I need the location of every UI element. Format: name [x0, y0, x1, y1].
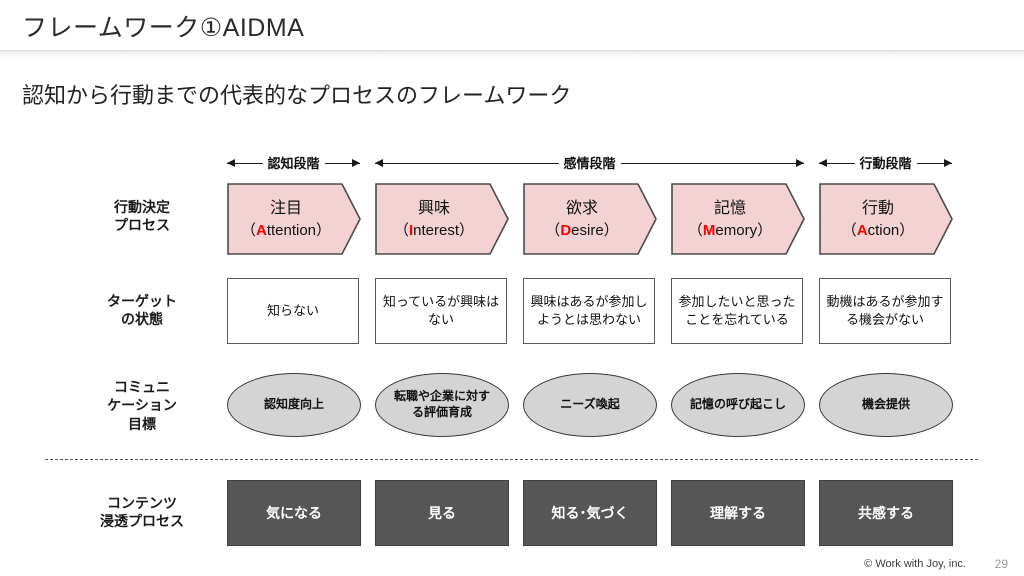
process-word-rest: ttention	[266, 221, 317, 239]
row-label-communication-goal: コミュニ ケーション 目標	[107, 379, 177, 432]
communication-goal-cell-memory: 記憶の呼び起こし	[671, 373, 805, 437]
content-process-box: 見る	[375, 480, 509, 546]
content-process-cell-action: 共感する	[819, 480, 953, 546]
process-label-en: （Attention）	[241, 220, 331, 242]
communication-goal-cell-attention: 認知度向上	[227, 373, 361, 437]
row-label-content-process: コンテンツ 浸透プロセス	[100, 495, 184, 530]
paren-open: （	[393, 221, 409, 239]
process-label-memory: 記憶 （Memory）	[671, 183, 789, 255]
target-state-cell-memory: 参加したいと思ったことを忘れている	[671, 278, 803, 344]
communication-goal-ellipse: 転職や企業に対する評価育成	[375, 373, 509, 437]
process-label-en: （Interest）	[394, 220, 474, 242]
arrow-right-icon	[324, 159, 361, 167]
process-word-rest: emory	[715, 221, 758, 239]
arrow-left-icon	[375, 159, 559, 167]
communication-goal-cell-desire: ニーズ喚起	[523, 373, 657, 437]
process-label-en: （Desire）	[545, 220, 618, 242]
content-process-cell-memory: 理解する	[671, 480, 805, 546]
chevron-shape-icon	[819, 183, 953, 255]
target-state-cell-attention: 知らない	[227, 278, 359, 344]
copyright-text: © Work with Joy, inc.	[864, 558, 966, 570]
paren-close: ）	[603, 221, 619, 239]
paren-open: （	[545, 221, 561, 239]
process-chevron-action: 行動（Action）	[819, 183, 953, 255]
process-chevron-interest: 興味 （Interest）	[375, 183, 509, 255]
process-initial: M	[702, 221, 716, 239]
process-label-desire: 欲求（Desire）	[523, 183, 641, 255]
target-state-cell-interest: 知っているが興味はない	[375, 278, 507, 344]
chevron-shape-icon	[375, 183, 509, 255]
row-label-target-state: ターゲット の状態	[107, 293, 177, 328]
target-state-box: 動機はあるが参加する機会がない	[819, 278, 951, 344]
process-chevron-attention: 注目 （Attention）	[227, 183, 361, 255]
process-word-rest: nterest	[413, 221, 460, 239]
content-process-cell-interest: 見る	[375, 480, 509, 546]
process-label-jp: 記憶	[713, 199, 746, 217]
target-state-box: 参加したいと思ったことを忘れている	[671, 278, 803, 344]
stage-label: 認知段階	[267, 155, 320, 171]
communication-goal-cell-action: 機会提供	[819, 373, 953, 437]
arrow-left-icon	[819, 159, 855, 167]
process-chevron-memory: 記憶 （Memory）	[671, 183, 805, 255]
paren-close: ）	[459, 221, 475, 239]
paren-close: ）	[757, 221, 773, 239]
paren-close: ）	[899, 221, 915, 239]
process-label-en: （Memory）	[688, 220, 772, 242]
paren-open: （	[240, 221, 256, 239]
stage-band-2: 行動段階	[819, 152, 953, 174]
paren-open: （	[687, 221, 703, 239]
process-word-rest: ction	[867, 221, 900, 239]
process-label-interest: 興味 （Interest）	[375, 183, 493, 255]
process-word-rest: esire	[571, 221, 604, 239]
process-label-jp: 行動	[861, 199, 894, 217]
stage-label: 行動段階	[859, 155, 912, 171]
section-divider	[45, 459, 978, 460]
process-label-jp: 注目	[269, 199, 302, 217]
title-divider	[0, 50, 1024, 60]
content-process-box: 知る･気づく	[523, 480, 657, 546]
process-chevron-desire: 欲求（Desire）	[523, 183, 657, 255]
target-state-box: 興味はあるが参加しようとは思わない	[523, 278, 655, 344]
content-process-cell-attention: 気になる	[227, 480, 361, 546]
process-initial: I	[408, 221, 414, 239]
arrow-right-icon	[916, 159, 953, 167]
arrow-left-icon	[227, 159, 263, 167]
page-subtitle: 認知から行動までの代表的なプロセスのフレームワーク	[22, 83, 572, 108]
paren-open: （	[841, 221, 857, 239]
communication-goal-ellipse: 記憶の呼び起こし	[671, 373, 805, 437]
process-label-action: 行動（Action）	[819, 183, 937, 255]
communication-goal-ellipse: ニーズ喚起	[523, 373, 657, 437]
content-process-cell-desire: 知る･気づく	[523, 480, 657, 546]
process-initial: D	[560, 221, 572, 239]
content-process-box: 気になる	[227, 480, 361, 546]
stage-label: 感情段階	[563, 155, 616, 171]
page-title: フレームワーク①AIDMA	[22, 14, 305, 42]
page-number: 29	[994, 557, 1008, 571]
process-label-jp: 興味	[417, 199, 450, 217]
content-process-box: 共感する	[819, 480, 953, 546]
stage-band-1: 感情段階	[375, 152, 805, 174]
target-state-cell-desire: 興味はあるが参加しようとは思わない	[523, 278, 655, 344]
stage-band-0: 認知段階	[227, 152, 361, 174]
target-state-box: 知っているが興味はない	[375, 278, 507, 344]
paren-close: ）	[316, 221, 332, 239]
process-initial: A	[255, 221, 267, 239]
row-label-decision-process: 行動決定 プロセス	[114, 199, 170, 234]
chevron-shape-icon	[671, 183, 805, 255]
communication-goal-cell-interest: 転職や企業に対する評価育成	[375, 373, 509, 437]
chevron-shape-icon	[227, 183, 361, 255]
process-label-attention: 注目 （Attention）	[227, 183, 345, 255]
arrow-right-icon	[620, 159, 805, 167]
communication-goal-ellipse: 認知度向上	[227, 373, 361, 437]
communication-goal-ellipse: 機会提供	[819, 373, 953, 437]
process-label-jp: 欲求	[565, 199, 598, 217]
content-process-box: 理解する	[671, 480, 805, 546]
target-state-cell-action: 動機はあるが参加する機会がない	[819, 278, 951, 344]
process-initial: A	[856, 221, 868, 239]
chevron-shape-icon	[523, 183, 657, 255]
target-state-box: 知らない	[227, 278, 359, 344]
process-label-en: （Action）	[842, 220, 915, 242]
